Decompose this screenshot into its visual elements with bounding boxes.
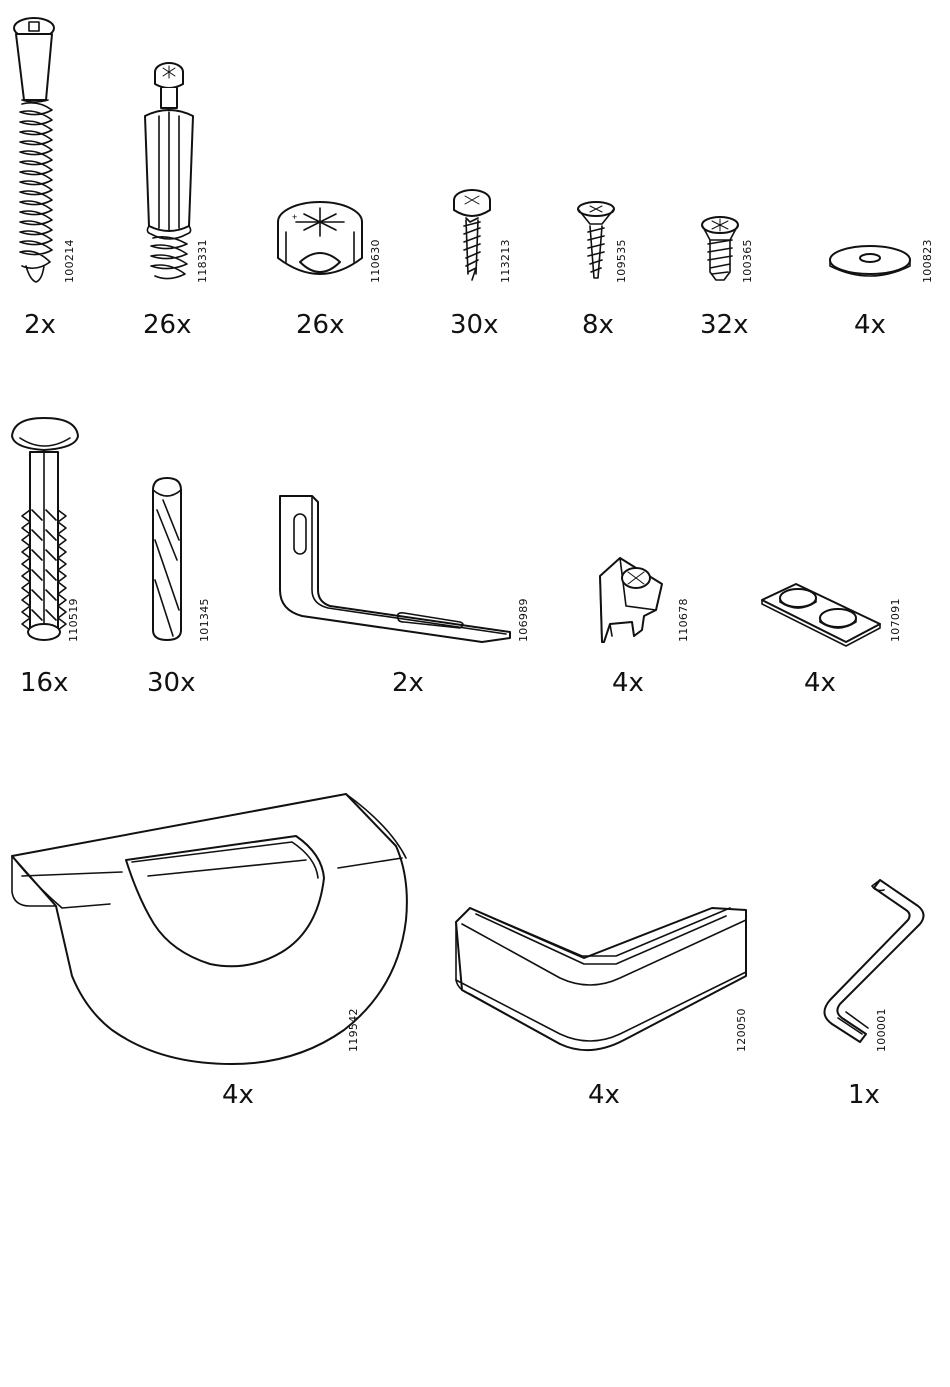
part-120050: 120050 4x xyxy=(440,780,770,1120)
corner-guard-icon xyxy=(440,780,770,1080)
part-code: 100001 xyxy=(876,1008,887,1052)
part-106989: 106989 2x xyxy=(270,410,550,710)
part-quantity: 32x xyxy=(700,312,748,338)
part-113213: 113213 30x xyxy=(430,0,530,350)
part-code: 118331 xyxy=(197,239,208,283)
expansion-plug-icon xyxy=(0,410,110,660)
part-107091: 107091 4x xyxy=(750,410,910,710)
part-110630: + 110630 26x xyxy=(260,0,400,350)
part-118331: 118331 26x xyxy=(125,0,255,350)
countersunk-screw-icon xyxy=(560,0,650,300)
part-code: 110519 xyxy=(68,598,79,642)
part-code: 110678 xyxy=(678,598,689,642)
cam-lock-dowel-icon xyxy=(125,0,255,300)
part-110678: 110678 4x xyxy=(580,410,700,710)
svg-text:+: + xyxy=(292,212,297,222)
part-quantity: 4x xyxy=(854,312,886,338)
allen-key-icon xyxy=(780,780,950,1080)
part-code: 120050 xyxy=(736,1008,747,1052)
pan-head-screw-icon xyxy=(430,0,530,300)
part-quantity: 30x xyxy=(147,670,195,696)
part-quantity: 2x xyxy=(392,670,424,696)
part-code: 119542 xyxy=(348,1008,359,1052)
short-euro-screw-icon xyxy=(680,0,780,300)
part-code: 106989 xyxy=(518,598,529,642)
part-quantity: 26x xyxy=(143,312,191,338)
part-quantity: 1x xyxy=(848,1082,880,1108)
part-quantity: 4x xyxy=(222,1082,254,1108)
part-code: 109535 xyxy=(616,239,627,283)
wall-bracket-icon xyxy=(270,410,550,660)
part-quantity: 2x xyxy=(24,312,56,338)
part-quantity: 4x xyxy=(588,1082,620,1108)
part-quantity: 26x xyxy=(296,312,344,338)
part-code: 100823 xyxy=(922,239,933,283)
part-quantity: 4x xyxy=(804,670,836,696)
part-109535: 109535 8x xyxy=(560,0,650,350)
part-code: 100365 xyxy=(742,239,753,283)
felt-pads-icon xyxy=(750,410,910,660)
part-119542: 119542 4x xyxy=(0,780,380,1120)
long-hex-bolt-icon xyxy=(0,0,120,300)
part-110519: 110519 16x xyxy=(0,410,110,710)
part-quantity: 4x xyxy=(612,670,644,696)
part-quantity: 8x xyxy=(582,312,614,338)
part-code: 100214 xyxy=(64,239,75,283)
part-quantity: 16x xyxy=(20,670,68,696)
part-100823: 100823 4x xyxy=(820,0,950,350)
part-100214: 100214 2x xyxy=(0,0,120,350)
part-code: 110630 xyxy=(370,239,381,283)
part-quantity: 30x xyxy=(450,312,498,338)
part-101345: 101345 30x xyxy=(125,410,225,710)
part-code: 113213 xyxy=(500,239,511,283)
part-100365: 100365 32x xyxy=(680,0,780,350)
half-moon-handle-icon xyxy=(0,780,380,1080)
part-100001: 100001 1x xyxy=(780,780,950,1120)
part-code: 101345 xyxy=(199,598,210,642)
part-code: 107091 xyxy=(890,598,901,642)
